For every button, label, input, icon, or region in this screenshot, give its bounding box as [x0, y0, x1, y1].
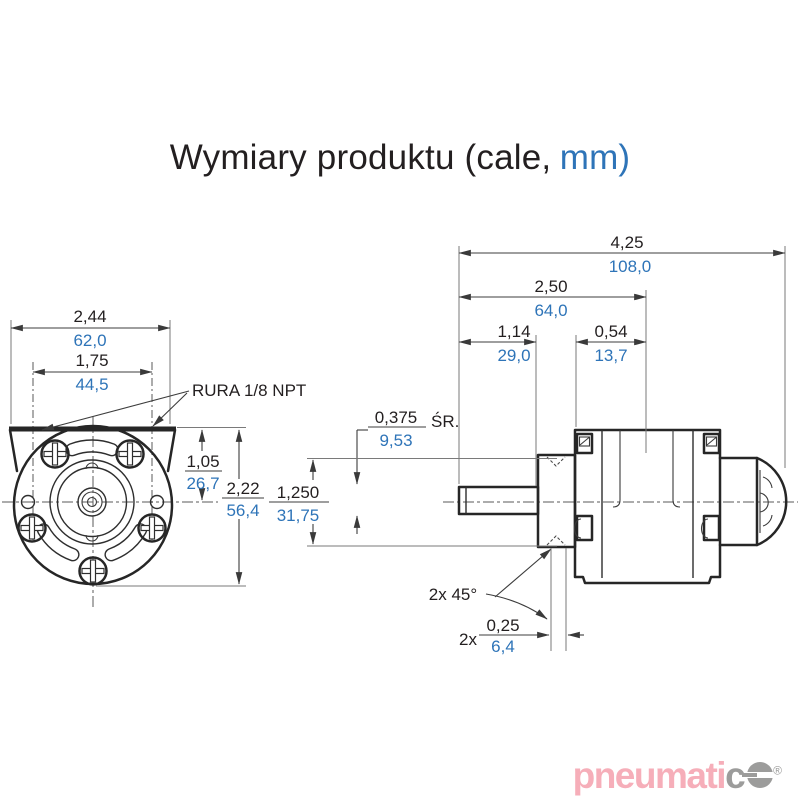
- dim-flange-square-inches: 1,250: [277, 483, 320, 502]
- dim-shaft-length-mm: 29,0: [497, 346, 530, 365]
- shaft-circle: [81, 491, 103, 513]
- chamfer-leader: [494, 548, 552, 598]
- pneumatico-logo: pneumatic ®: [573, 757, 782, 794]
- front-view-drawing: [2, 362, 218, 608]
- shaft-boss-circle: [77, 487, 107, 517]
- body-screw-bottom-right: [700, 514, 721, 542]
- dim-front-section-mm: 13,7: [594, 346, 627, 365]
- chamfer-qty-label: 2x: [459, 630, 477, 649]
- side-view-dimensions: 4,25 108,0 2,50 64,0 1,14 29,0 0,54 13,7…: [269, 233, 786, 656]
- dim-top-to-axis-mm: 26,7: [186, 474, 219, 493]
- dim-front-section-inches: 0,54: [594, 322, 627, 341]
- right-port-hole: [149, 494, 165, 510]
- diameter-abbreviation-label: ŚR.: [431, 412, 459, 431]
- dim-body-length-mm: 64,0: [534, 301, 567, 320]
- hub-top-tab: [85, 462, 99, 470]
- port-leader-right: [152, 392, 188, 427]
- screw-bottom: [78, 556, 108, 586]
- dome-center-bump: [759, 492, 769, 513]
- registered-trademark-icon: ®: [773, 763, 782, 778]
- dim-flange-square-mm: 31,75: [277, 506, 320, 525]
- dim-port-spacing-mm: 44,5: [75, 375, 108, 394]
- dim-shaft-diameter-inches: 0,375: [375, 408, 418, 427]
- body-inner-line-right: [672, 430, 681, 508]
- bottom-right-arc-slot: [104, 523, 148, 562]
- hub-outer-circle: [49, 459, 135, 545]
- dim-chamfer-mm: 6,4: [491, 637, 515, 656]
- mounting-plate-right-edge: [166, 428, 177, 473]
- body-screw-top-right: [702, 432, 721, 455]
- dim-overall-length-mm: 108,0: [609, 257, 652, 276]
- body-screw-bottom-left: [573, 514, 594, 542]
- logo-o-icon: [742, 762, 774, 788]
- front-view-dimensions: 2,44 62,0 1,75 44,5 RURA 1/8 NPT 1,05 26…: [10, 307, 306, 587]
- logo-text-pink: pneumati: [572, 755, 727, 796]
- page-title-black: Wymiary produktu (cale,: [169, 138, 552, 177]
- dim-top-to-axis-inches: 1,05: [186, 452, 219, 471]
- left-port-hole: [20, 494, 36, 510]
- screw-top-left: [40, 439, 70, 469]
- shaft: [457, 485, 540, 516]
- dim-overall-length-inches: 4,25: [610, 233, 643, 252]
- flange-block: [536, 453, 577, 549]
- hub-inner-circle: [56, 466, 128, 538]
- main-body: [573, 428, 722, 585]
- bottom-left-arc-slot: [36, 523, 80, 562]
- logo-text-gray: c: [725, 755, 746, 796]
- dim-shaft-diameter-mm: 9,53: [379, 431, 412, 450]
- dim-front-height-inches: 2,22: [226, 479, 259, 498]
- screw-mid-right: [137, 513, 167, 543]
- side-view-drawing: [443, 428, 798, 585]
- hub-bottom-tab: [85, 534, 99, 542]
- dim-front-height-mm: 56,4: [226, 501, 259, 520]
- screw-mid-left: [17, 513, 47, 543]
- shaft-center-hole: [86, 496, 98, 508]
- screw-top-right: [115, 439, 145, 469]
- body-inner-line-left: [612, 430, 621, 508]
- dim-front-width-inches: 2,44: [73, 307, 106, 326]
- dome-top-slot: [762, 476, 773, 489]
- mounting-plate-left-edge: [8, 428, 19, 473]
- dim-chamfer-inches: 0,25: [486, 616, 519, 635]
- dim-port-spacing-inches: 1,75: [75, 351, 108, 370]
- chamfer-angle-arc: [485, 593, 548, 620]
- page-title: Wymiary produktu (cale,mm): [0, 138, 800, 178]
- dim-shaft-length-inches: 1,14: [497, 322, 530, 341]
- dim-front-width-mm: 62,0: [73, 331, 106, 350]
- page-title-blue-mm: mm): [559, 138, 631, 177]
- dome-bottom-slot: [762, 514, 773, 527]
- chamfer-angle-label: 2x 45°: [429, 585, 477, 604]
- flange-bottom-chamfer-mark: [546, 535, 566, 546]
- end-neck: [718, 456, 759, 547]
- port-label: RURA 1/8 NPT: [192, 381, 306, 400]
- dim-body-length-inches: 2,50: [534, 277, 567, 296]
- body-screw-top-left: [575, 432, 594, 455]
- flange-top-chamfer-mark: [546, 456, 566, 467]
- port-leader-left: [41, 390, 190, 431]
- end-dome: [755, 456, 788, 547]
- top-arc-slot: [65, 439, 119, 457]
